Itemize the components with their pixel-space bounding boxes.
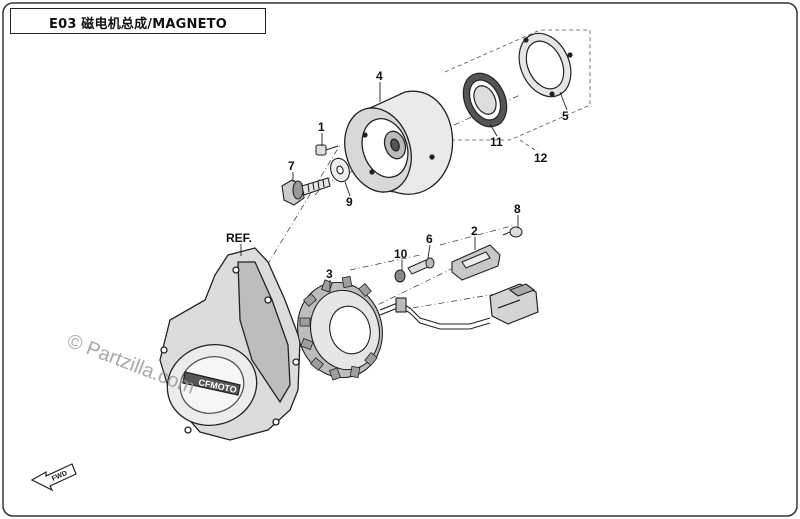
stator-part-3: [297, 275, 383, 381]
nut-part-10: [394, 269, 406, 283]
callout-10: 10: [394, 247, 408, 261]
callout-3: 3: [326, 267, 333, 281]
diagram-title-box: E03 磁电机总成/MAGNETO: [10, 8, 266, 34]
wiring-harness: [379, 297, 491, 330]
callout-7: 7: [288, 159, 295, 173]
flywheel-part-4: [344, 90, 454, 195]
callout-11: 11: [490, 135, 503, 149]
callout-9: 9: [346, 195, 353, 209]
bolt-part-1: [315, 144, 339, 156]
ref-label: REF.: [226, 231, 252, 245]
washer-part-9: [330, 157, 350, 183]
callout-5: 5: [562, 109, 569, 123]
callout-8: 8: [514, 202, 521, 216]
crankcase-cover-ref: [159, 247, 301, 441]
bearing-part-11: [462, 72, 508, 128]
connector-plug: [489, 283, 539, 325]
bolt-part-8: [502, 226, 523, 238]
screw-part-6: [407, 257, 435, 275]
flange-bolt-part-7: [281, 177, 331, 206]
ring-part-5: [518, 32, 573, 98]
callout-12: 12: [534, 151, 548, 165]
pulser-coil-part-2: [451, 244, 501, 281]
callout-1: 1: [318, 120, 325, 134]
callout-6: 6: [426, 232, 433, 246]
callout-4: 4: [376, 69, 383, 83]
leader-lines: [240, 82, 568, 292]
diagram-title: E03 磁电机总成/MAGNETO: [49, 17, 227, 32]
callout-2: 2: [471, 224, 478, 238]
fwd-arrow: [30, 463, 77, 492]
part-12-bracket: [444, 29, 591, 153]
